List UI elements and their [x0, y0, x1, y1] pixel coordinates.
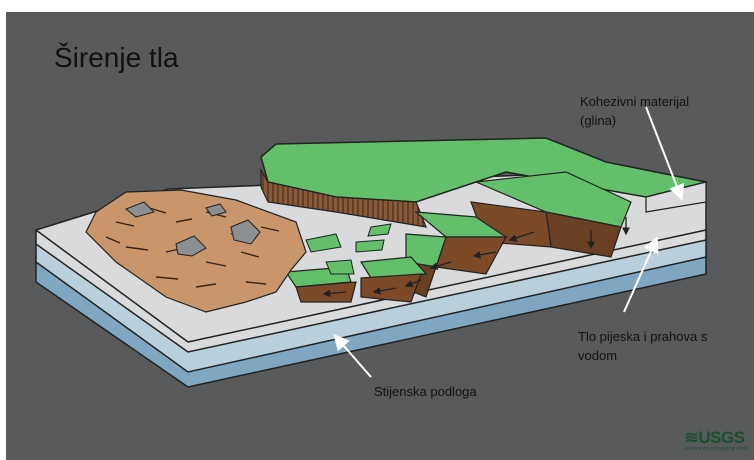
diagram-canvas: Širenje tla: [6, 12, 754, 460]
usgs-logo-tagline: science for a changing world: [685, 446, 748, 452]
usgs-logo-wordmark: ≋USGS: [685, 428, 745, 447]
label-bedrock: Stijenska podloga: [374, 382, 477, 401]
label-sand-silt-water: Tlo pijeska i prahova s vodom: [578, 327, 707, 365]
label-cohesive-material: Kohezivni materijal (glina): [580, 92, 689, 130]
usgs-logo: ≋USGS science for a changing world: [685, 428, 748, 452]
